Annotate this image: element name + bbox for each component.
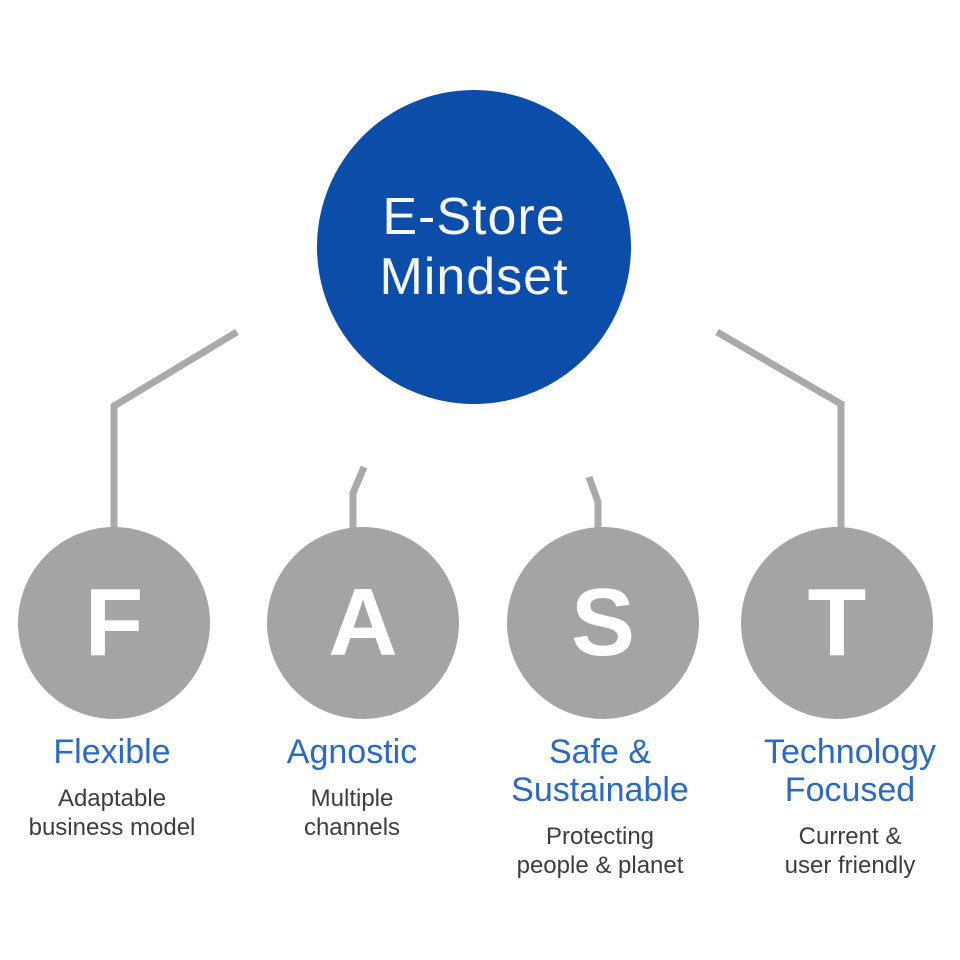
node-heading-technology: Technology Focused xyxy=(730,733,960,809)
node-heading-safe-sustainable: Safe & Sustainable xyxy=(480,733,720,809)
center-title-line2: Mindset xyxy=(379,248,569,306)
node-heading-line: Sustainable xyxy=(511,771,689,809)
node-label-agnostic: Agnostic Multiple channels xyxy=(232,733,472,842)
node-label-safe-sustainable: Safe & Sustainable Protecting people & p… xyxy=(480,733,720,880)
node-heading-line: Flexible xyxy=(53,733,171,771)
node-desc-line: channels xyxy=(303,814,401,841)
node-desc-line: Current & xyxy=(798,823,902,850)
node-heading-line: Agnostic xyxy=(286,733,418,771)
node-desc-flexible: Adaptable business model xyxy=(0,784,232,842)
node-circle-flexible: F xyxy=(18,527,210,719)
node-letter-s: S xyxy=(570,569,636,676)
node-desc-agnostic: Multiple channels xyxy=(232,784,472,842)
center-circle-estore-mindset: E-Store Mindset xyxy=(317,90,631,404)
node-heading-line: Safe & xyxy=(548,733,652,771)
node-heading-line: Focused xyxy=(784,771,916,809)
node-desc-line: business model xyxy=(28,814,196,841)
connector-line-flexible xyxy=(110,329,239,533)
node-desc-line: Multiple xyxy=(310,785,394,812)
node-desc-line: Protecting xyxy=(545,823,655,850)
node-desc-line: user friendly xyxy=(784,852,916,879)
connector-line-agnostic xyxy=(349,465,368,533)
node-desc-technology: Current & user friendly xyxy=(730,822,960,880)
center-title-line1: E-Store xyxy=(382,188,566,246)
node-circle-agnostic: A xyxy=(267,527,459,719)
node-heading-flexible: Flexible xyxy=(0,733,232,771)
node-letter-a: A xyxy=(328,569,398,676)
node-circle-safe-sustainable: S xyxy=(507,527,699,719)
connector-line-technology xyxy=(715,328,845,533)
node-heading-line: Technology xyxy=(763,733,936,771)
node-desc-safe-sustainable: Protecting people & planet xyxy=(480,822,720,880)
node-desc-line: people & planet xyxy=(516,852,684,879)
node-label-technology: Technology Focused Current & user friend… xyxy=(730,733,960,880)
node-label-flexible: Flexible Adaptable business model xyxy=(0,733,232,842)
node-letter-f: F xyxy=(84,569,144,676)
connector-line-safe-sustainable xyxy=(585,475,602,533)
node-letter-t: T xyxy=(807,569,867,676)
node-heading-agnostic: Agnostic xyxy=(232,733,472,771)
node-circle-technology: T xyxy=(741,527,933,719)
node-desc-line: Adaptable xyxy=(57,785,167,812)
